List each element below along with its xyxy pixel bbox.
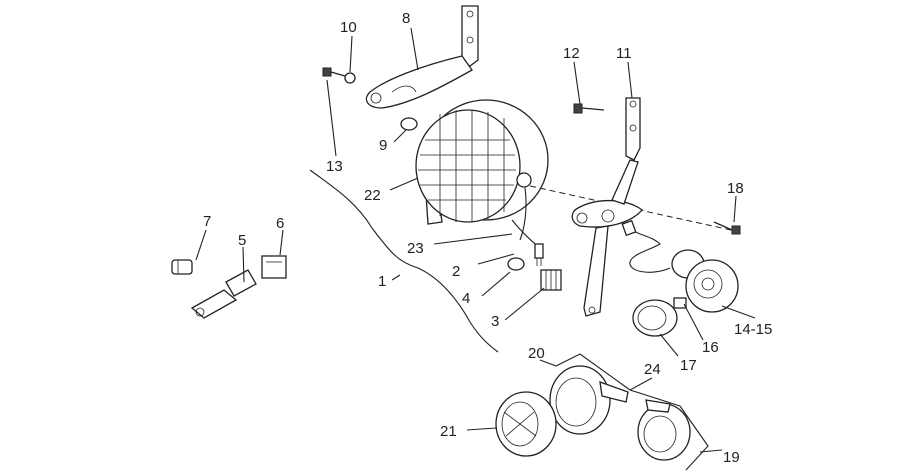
turn-signal-bracket-part bbox=[571, 97, 643, 317]
callout-3: 3 bbox=[491, 313, 499, 330]
turn-signal-bulb-part bbox=[673, 297, 687, 309]
horn-part bbox=[549, 365, 629, 435]
horn-second-part bbox=[637, 399, 691, 461]
turn-signal-part bbox=[621, 219, 739, 313]
mounting-axis bbox=[529, 185, 741, 233]
callout-5: 5 bbox=[238, 232, 246, 249]
callout-2: 2 bbox=[452, 263, 460, 280]
callout-9: 9 bbox=[379, 137, 387, 154]
callout-24: 24 bbox=[644, 361, 661, 378]
callout-6: 6 bbox=[276, 215, 284, 232]
connector-small-part bbox=[534, 243, 544, 266]
callout-18: 18 bbox=[727, 180, 744, 197]
callout-1: 1 bbox=[378, 273, 386, 290]
socket-part bbox=[261, 255, 287, 279]
horn-group bbox=[495, 353, 709, 471]
connector-part bbox=[540, 269, 562, 291]
frame-outline bbox=[309, 169, 499, 353]
leader-lines bbox=[195, 27, 756, 453]
callout-17: 17 bbox=[680, 357, 697, 374]
callout-13: 13 bbox=[326, 158, 343, 175]
callout-4: 4 bbox=[462, 290, 470, 307]
callout-10: 10 bbox=[340, 19, 357, 36]
callout-21: 21 bbox=[440, 423, 457, 440]
bolt-part bbox=[573, 103, 605, 114]
headlight-bulb-part bbox=[190, 269, 257, 319]
callout-11: 11 bbox=[616, 45, 632, 62]
spacer-part bbox=[400, 117, 418, 131]
lens-part bbox=[632, 299, 678, 337]
callout-20: 20 bbox=[528, 345, 545, 362]
callout-16: 16 bbox=[702, 339, 719, 356]
headlight-wiring bbox=[519, 187, 527, 241]
screw-part bbox=[713, 221, 741, 235]
small-bulb-part bbox=[171, 259, 193, 275]
callout-8: 8 bbox=[402, 10, 410, 27]
callout-7: 7 bbox=[203, 213, 211, 230]
callout-22: 22 bbox=[364, 187, 381, 204]
bolt-washer-part bbox=[322, 67, 356, 84]
callout-23: 23 bbox=[407, 240, 424, 257]
callout-19: 19 bbox=[723, 449, 740, 466]
horn-cover-part bbox=[495, 391, 557, 457]
grommet-part bbox=[507, 257, 525, 271]
callout-14-15: 14-15 bbox=[734, 321, 772, 338]
headlight-part bbox=[415, 99, 549, 223]
callout-12: 12 bbox=[563, 45, 580, 62]
